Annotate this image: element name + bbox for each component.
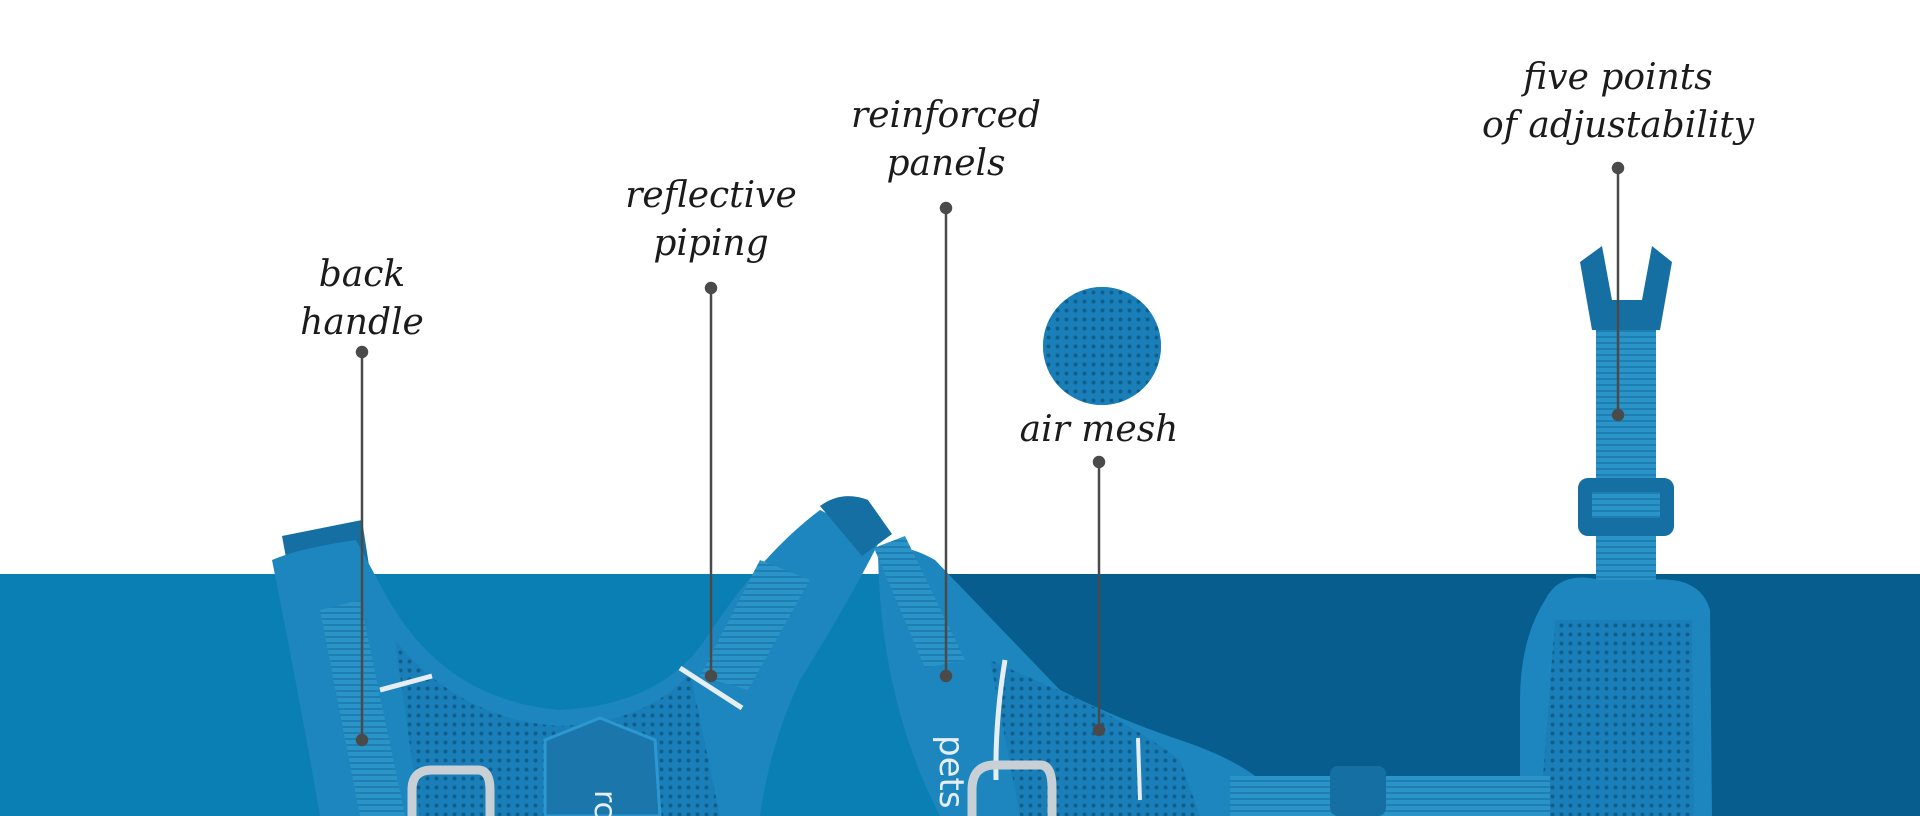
callout-back-handle-line2: handle	[300, 302, 424, 343]
pointer-dot-reflective-end	[704, 669, 718, 683]
belly-strap-buckle	[1330, 766, 1386, 816]
shoulder-top-buckle	[820, 496, 892, 556]
callout-reinforced-panels-line1: reinforced	[851, 95, 1041, 136]
callout-adjustability-line1: five points	[1523, 57, 1713, 98]
callout-adjustability-line2: of adjustability	[1481, 105, 1755, 146]
callout-reinforced-panels-line2: panels	[886, 143, 1006, 184]
pointer-dot-adjustability-end	[1611, 408, 1625, 422]
pointer-dot-reinforced-end	[939, 669, 953, 683]
tri-glide-window	[1592, 492, 1660, 518]
pointer-dot-reflective-top	[704, 281, 718, 295]
pointer-dot-adjustability-top	[1611, 161, 1625, 175]
d-ring-middle	[967, 760, 1057, 816]
shoulder-strap-webbing	[700, 560, 810, 690]
callout-air-mesh-line1: air mesh	[1019, 409, 1179, 450]
callout-adjustability: five points of adjustability	[1482, 54, 1754, 150]
callout-reflective-piping-line2: piping	[653, 223, 769, 264]
callout-reflective-piping: reflective piping	[625, 172, 797, 268]
callout-reinforced-panels: reinforced panels	[851, 92, 1041, 188]
callout-reflective-piping-line1: reflective	[625, 175, 797, 216]
belly-strap-webbing	[1230, 776, 1550, 816]
middle-mesh-panel	[990, 660, 1200, 816]
middle-harness-piece	[874, 536, 1290, 816]
adjuster-strap-top	[1596, 330, 1656, 480]
middle-shoulder-strap	[874, 536, 965, 668]
hexagon-logo-panel	[543, 716, 662, 816]
pointer-dot-air-mesh-top	[1092, 455, 1106, 469]
air-mesh-swatch	[1043, 287, 1161, 405]
callout-pointers	[355, 161, 1625, 747]
reflective-piping-strip-right	[678, 665, 744, 711]
reflective-piping-strip-left	[379, 673, 433, 693]
d-ring-left	[407, 765, 495, 816]
right-panel-brand: pets	[931, 735, 971, 809]
callout-back-handle-line1: back	[318, 254, 406, 295]
pointer-dot-reinforced-top	[939, 201, 953, 215]
left-panel-brand: rcp	[587, 790, 622, 816]
right-harness-piece	[1230, 246, 1712, 816]
chest-mesh	[1540, 620, 1694, 816]
middle-harness-body	[878, 547, 1290, 816]
callout-back-handle: back handle	[300, 251, 424, 347]
reflective-piping-middle-2	[1136, 737, 1142, 801]
pointer-dot-air-mesh-end	[1092, 723, 1106, 737]
pointer-dot-back-handle-end	[355, 733, 369, 747]
callout-air-mesh: air mesh	[1020, 406, 1179, 454]
side-release-buckle	[1580, 246, 1672, 330]
pointer-dot-back-handle-top	[355, 345, 369, 359]
